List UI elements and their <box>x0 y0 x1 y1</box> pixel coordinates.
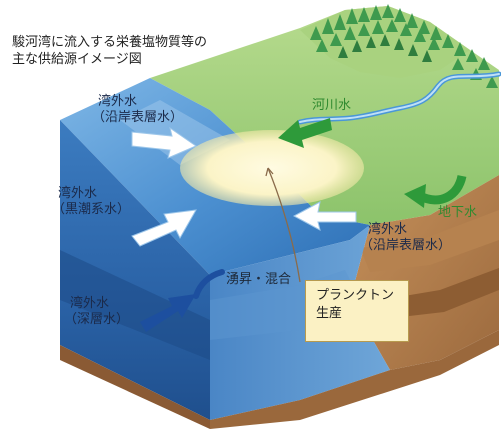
label-coastal-surface-left: 湾外水 （沿岸表層水） <box>92 94 184 125</box>
arrow-coastal-left <box>131 126 198 159</box>
arrow-groundwater <box>417 174 467 205</box>
callout-line-1: プランクトン <box>316 288 395 303</box>
plankton-callout: プランクトン 生産 <box>305 280 409 342</box>
arrow-upwelling <box>193 269 225 299</box>
label-deep: 湾外水 （深層水） <box>64 296 130 327</box>
title-line-2: 主な供給源イメージ図 <box>12 52 142 67</box>
diagram-title: 駿河湾に流入する栄養塩物質等の 主な供給源イメージ図 <box>12 34 207 68</box>
callout-pointer <box>267 167 301 283</box>
label-upwelling: 湧昇・混合 <box>226 272 292 287</box>
label-kuroshio: 湾外水 （黒潮系水） <box>52 186 131 217</box>
soil-bottom <box>60 345 210 429</box>
callout-line-2: 生産 <box>316 306 343 321</box>
label-river: 河川水 <box>312 98 352 113</box>
title-line-1: 駿河湾に流入する栄養塩物質等の <box>12 35 208 50</box>
label-groundwater: 地下水 <box>438 205 478 220</box>
label-coastal-surface-right: 湾外水 （沿岸表層水） <box>360 222 452 253</box>
arrow-kuroshio <box>131 209 197 247</box>
arrow-river <box>278 118 332 148</box>
forest-trees-dark <box>338 34 432 62</box>
arrow-deep <box>140 294 196 332</box>
arrow-coastal-right <box>292 201 357 231</box>
plankton-bloom <box>180 130 364 206</box>
